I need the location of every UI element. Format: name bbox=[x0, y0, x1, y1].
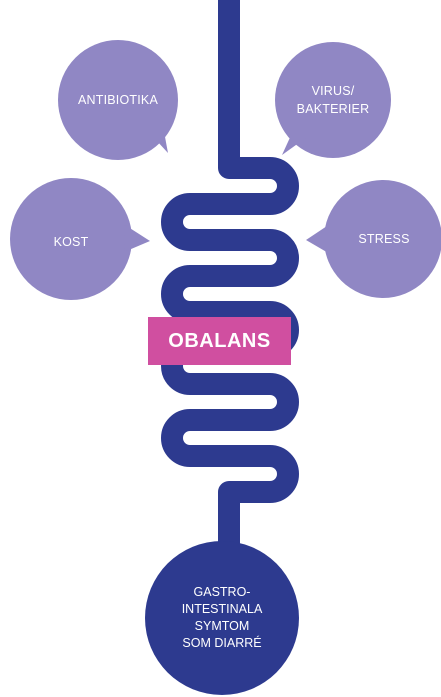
label-stress: STRESS bbox=[358, 232, 410, 246]
label-virus-bakterier: VIRUS/ BAKTERIER bbox=[296, 84, 370, 116]
bubble-stress bbox=[306, 180, 441, 298]
bubble-antibiotika bbox=[58, 40, 178, 160]
outcome-circle bbox=[145, 541, 299, 695]
imbalance-box: OBALANS bbox=[148, 317, 291, 365]
intestine-path bbox=[161, 0, 299, 600]
bubble-kost bbox=[10, 178, 150, 300]
label-kost: KOST bbox=[53, 235, 89, 249]
label-antibiotika: ANTIBIOTIKA bbox=[78, 93, 158, 107]
bubble-virus-bakterier bbox=[275, 42, 391, 158]
imbalance-label: OBALANS bbox=[168, 329, 271, 352]
outcome-label: GASTRO- INTESTINALA SYMTOM SOM DIARRÉ bbox=[181, 585, 263, 650]
